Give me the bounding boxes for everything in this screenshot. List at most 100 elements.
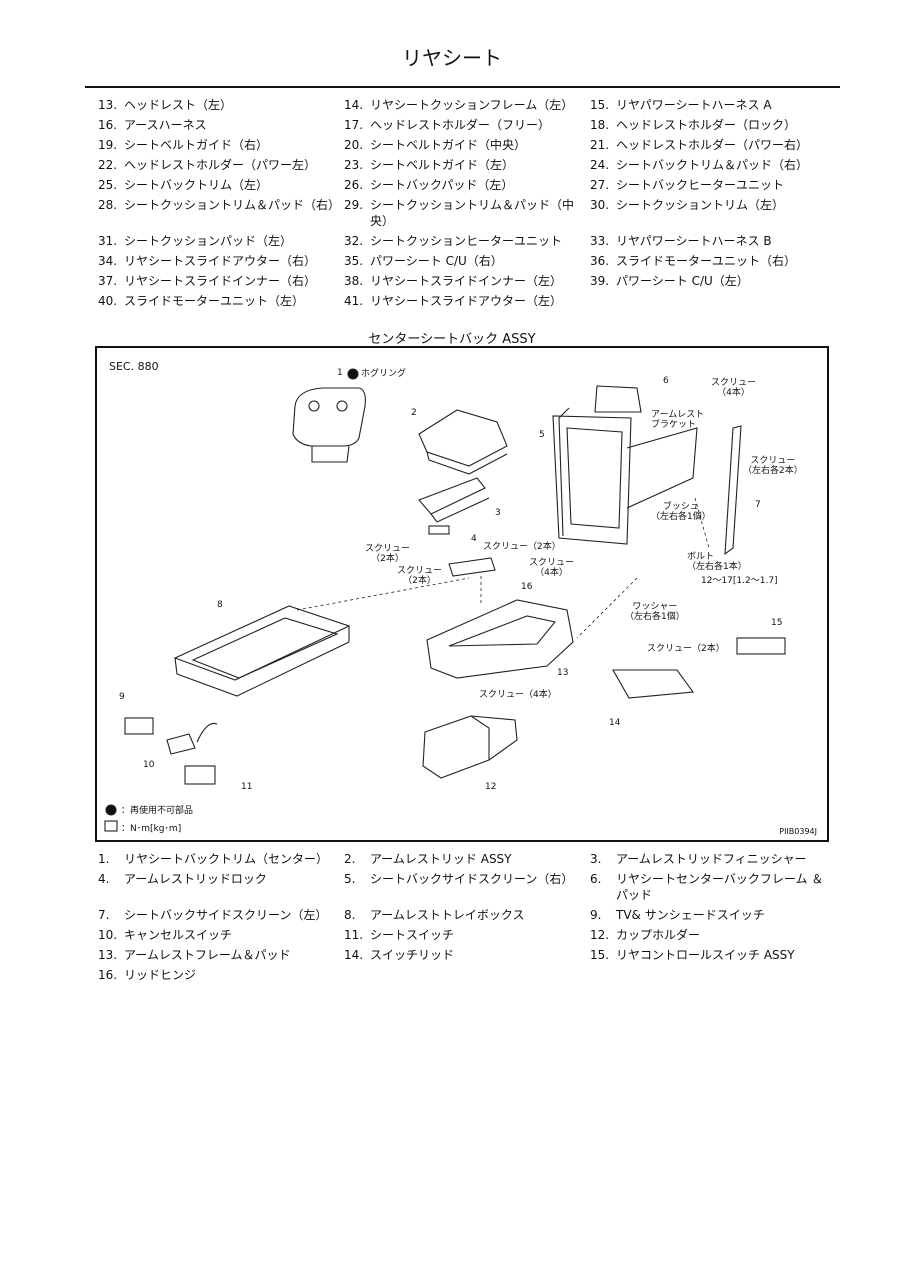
callout-14: 14: [609, 718, 621, 728]
part-number: 15.: [590, 98, 610, 112]
part-1-trim: [292, 387, 366, 463]
legend-nonreusable-icon: [105, 804, 117, 816]
part-number: 3.: [590, 852, 602, 866]
part-10-wire: [196, 722, 218, 743]
screw-f-label: スクリュー（4本）: [479, 690, 557, 700]
callout-1: 1: [337, 368, 343, 378]
part-name: パワーシート C/U（右）: [370, 254, 503, 268]
part-10-switch: [166, 733, 196, 755]
part-entry: 11.シートスイッチ: [344, 927, 590, 943]
part-name: ヘッドレストホルダー（パワー左）: [124, 158, 317, 172]
part-name: シートベルトガイド（右）: [124, 138, 269, 152]
part-entry: [590, 967, 836, 983]
part-name: リッドヒンジ: [124, 968, 197, 982]
part-name: スライドモーターユニット（左）: [124, 294, 305, 308]
part-number: 34.: [98, 254, 118, 268]
parts-row: 19.シートベルトガイド（右）20.シートベルトガイド（中央）21.ヘッドレスト…: [98, 137, 840, 153]
part-name: シートクッショントリム（左）: [616, 198, 785, 212]
callout-8: 8: [217, 600, 223, 610]
parts-row: 13.ヘッドレスト（左）14.リヤシートクッションフレーム（左）15.リヤパワー…: [98, 97, 840, 113]
part-entry: 30. シートクッショントリム（左）: [590, 197, 836, 229]
part-number: 25.: [98, 178, 118, 192]
hog-ring-marker: [347, 368, 359, 380]
part-entry: 8.アームレストトレイボックス: [344, 907, 590, 923]
part-12-cupholder: [422, 715, 518, 779]
part-name: TV& サンシェードスイッチ: [616, 908, 765, 922]
part-entry: 5.シートバックサイドスクリーン（右）: [344, 871, 590, 903]
part-name: ヘッドレストホルダー（フリー）: [370, 118, 551, 132]
part-entry: 39.パワーシート C/U（左）: [590, 273, 836, 289]
part-entry: 14.リヤシートクッションフレーム（左）: [344, 97, 590, 113]
parts-row: 16.リッドヒンジ: [98, 967, 840, 983]
screw-c-label: スクリュー（2本）: [483, 542, 561, 552]
part-entry: 14.スイッチリッド: [344, 947, 590, 963]
part-entry: 10.キャンセルスイッチ: [98, 927, 344, 943]
part-name: シートクッションパッド（左）: [124, 234, 293, 248]
part-number: 7.: [98, 908, 110, 922]
parts-row: 25.シートバックトリム（左）26.シートバックパッド（左）27.シートバックヒ…: [98, 177, 840, 193]
part-6-frame: [552, 385, 698, 545]
part-entry: 25.シートバックトリム（左）: [98, 177, 344, 193]
part-entry: 18.ヘッドレストホルダー（ロック）: [590, 117, 836, 133]
part-entry: 36.スライドモーターユニット（右）: [590, 253, 836, 269]
part-entry: 15.リヤパワーシートハーネス A: [590, 97, 836, 113]
part-name: ヘッドレストホルダー（パワー右）: [616, 138, 809, 152]
part-name: リヤシートスライドインナー（右）: [124, 274, 317, 288]
part-entry: 29.シートクッショントリム＆パッド（中央）: [344, 197, 590, 229]
part-entry: 3.アームレストリッドフィニッシャー: [590, 851, 836, 867]
part-number: 5.: [344, 872, 356, 886]
part-entry: 27.シートバックヒーターユニット: [590, 177, 836, 193]
callout-11: 11: [241, 782, 253, 792]
part-2-lid: [418, 409, 508, 475]
part-13-frame: [426, 599, 574, 679]
callout-10: 10: [143, 760, 155, 770]
part-3-finisher: [418, 477, 490, 523]
part-number: 32.: [344, 234, 364, 248]
part-entry: 13.ヘッドレスト（左）: [98, 97, 344, 113]
part-11-switch: [184, 765, 216, 785]
bush-label: ブッシュ （左右各1個）: [651, 502, 711, 522]
part-entry: 26.シートバックパッド（左）: [344, 177, 590, 193]
part-entry: 40.スライドモーターユニット（左）: [98, 293, 344, 309]
part-name: スライドモーターユニット（右）: [616, 254, 797, 268]
part-name: リヤシートスライドアウター（左）: [370, 294, 563, 308]
callout-15: 15: [771, 618, 783, 628]
part-number: 17.: [344, 118, 364, 132]
parts-list-top: 13.ヘッドレスト（左）14.リヤシートクッションフレーム（左）15.リヤパワー…: [98, 97, 840, 313]
part-number: 38.: [344, 274, 364, 288]
part-entry: 19. シートベルトガイド（右）: [98, 137, 344, 153]
part-entry: 7.シートバックサイドスクリーン（左）: [98, 907, 344, 923]
callout-3: 3: [495, 508, 501, 518]
part-number: 16.: [98, 118, 118, 132]
callout-12: 12: [485, 782, 497, 792]
part-entry: 20.シートベルトガイド（中央）: [344, 137, 590, 153]
part-number: 28.: [98, 198, 118, 212]
legend-torque-icon: [104, 820, 118, 832]
part-number: 14.: [344, 98, 364, 112]
part-number: 1.: [98, 852, 110, 866]
part-number: 30.: [590, 198, 610, 212]
part-number: 11.: [344, 928, 364, 942]
part-number: 31.: [98, 234, 118, 248]
callout-4: 4: [471, 534, 477, 544]
callout-13: 13: [557, 668, 569, 678]
parts-row: 40.スライドモーターユニット（左）41.リヤシートスライドアウター（左）: [98, 293, 840, 309]
figure-id: PIIB0394J: [779, 827, 817, 836]
part-number: 35.: [344, 254, 364, 268]
callout-16: 16: [521, 582, 533, 592]
part-number: 22.: [98, 158, 118, 172]
screw-a-label: スクリュー （2本）: [365, 544, 411, 564]
part-name: アームレストフレーム＆パッド: [124, 948, 291, 962]
part-number: 20.: [344, 138, 364, 152]
part-number: 19.: [98, 138, 118, 152]
screw-4-label: スクリュー （4本）: [711, 378, 757, 398]
assembly-lines: [296, 497, 710, 639]
sec-number: SEC. 880: [109, 360, 159, 373]
part-entry: 15.リヤコントロールスイッチ ASSY: [590, 947, 836, 963]
